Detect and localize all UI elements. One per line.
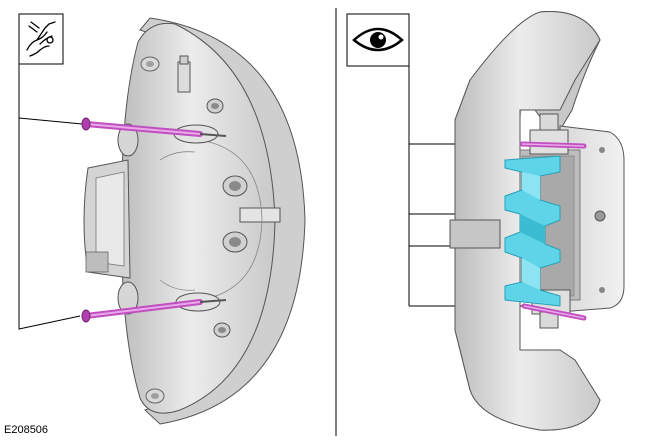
anti-rattle-clip (504, 155, 561, 307)
guide-pin-top-right (519, 141, 587, 149)
callout-line-top-pin (18, 117, 83, 125)
figure-id-label: E208506 (4, 424, 49, 436)
guide-pin-bottom-left (81, 299, 227, 323)
brake-caliper-left (83, 17, 306, 425)
eye-icon (352, 27, 404, 52)
hand-tool-icon (26, 21, 56, 57)
guide-pin-top-left (81, 117, 227, 137)
guide-pin-bottom-right (521, 303, 587, 321)
callout-bracket-left (18, 64, 81, 330)
right-panel (346, 11, 625, 431)
left-panel (18, 13, 306, 425)
icon-box-left (18, 13, 64, 65)
